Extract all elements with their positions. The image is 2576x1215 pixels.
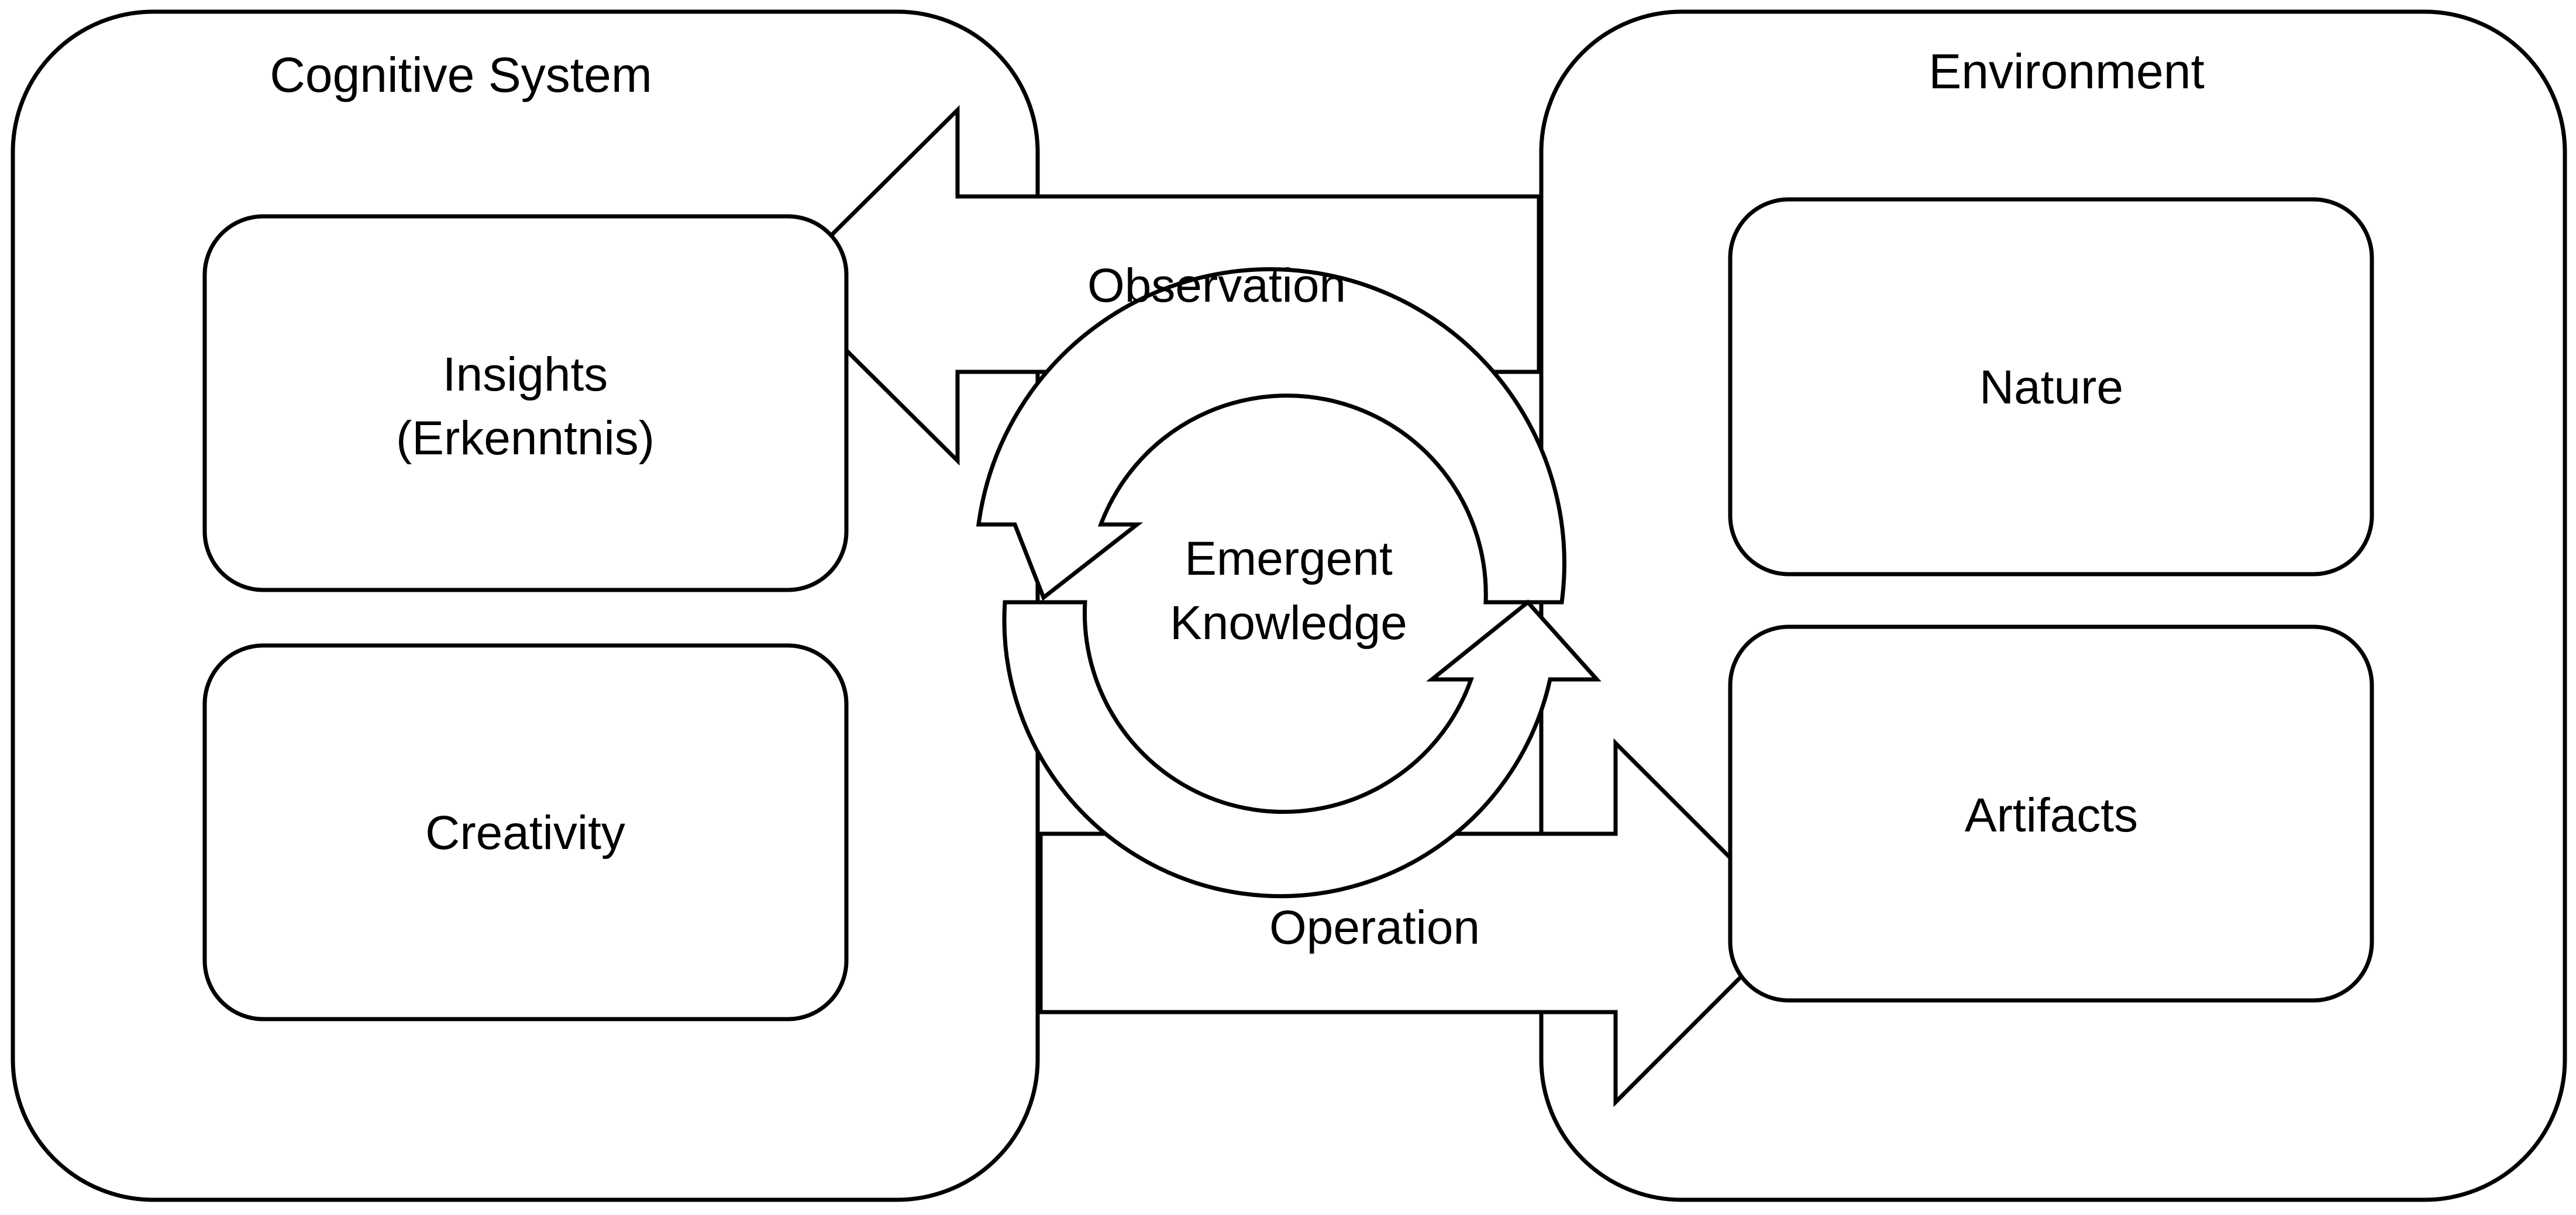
cognitive-system-title: Cognitive System xyxy=(270,47,652,102)
artifacts-box xyxy=(1728,624,2374,1003)
emergent-knowledge-line1: Emergent xyxy=(1184,532,1393,585)
operation-label: Operation xyxy=(1269,901,1480,954)
observation-label: Observation xyxy=(1087,259,1346,312)
creativity-box xyxy=(202,643,849,1021)
insights-box xyxy=(202,214,849,592)
operation-arrow xyxy=(1038,738,1798,1107)
insights-label-line1: Insights xyxy=(443,348,608,401)
cycle-arrow-top xyxy=(976,267,1566,605)
environment-title: Environment xyxy=(1928,44,2205,99)
cycle-arrow-bottom xyxy=(1002,599,1602,899)
nature-label: Nature xyxy=(1979,361,2123,414)
artifacts-label: Artifacts xyxy=(1965,789,2138,842)
emergent-knowledge-line2: Knowledge xyxy=(1170,596,1407,650)
nature-box xyxy=(1728,197,2374,577)
creativity-label: Creativity xyxy=(425,806,625,860)
insights-label-line2: (Erkenntnis) xyxy=(396,412,655,465)
